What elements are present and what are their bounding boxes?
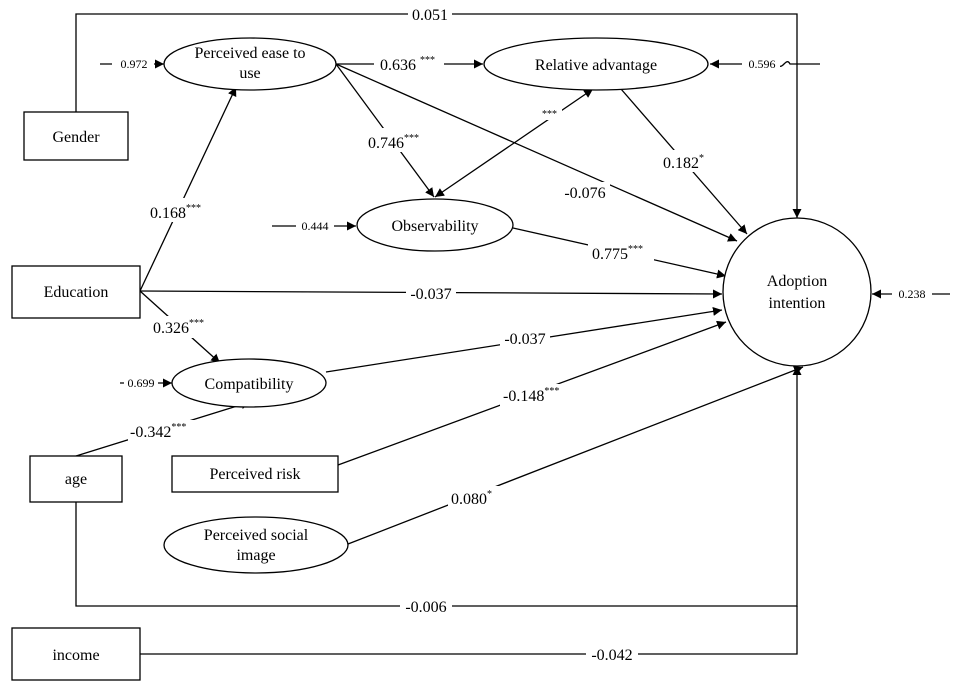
node-perceived-social-image	[163, 516, 349, 574]
error-label-ra: 0.596	[749, 57, 776, 71]
error-label-observability: 0.444	[302, 219, 329, 233]
edge-income-adoption	[140, 606, 798, 655]
node-gender	[23, 111, 129, 161]
coef-observability-adoption: 0.775***	[592, 244, 643, 263]
coef-age-adoption: -0.006	[405, 599, 446, 616]
coef-ra-observability: ***	[542, 109, 557, 120]
coef-age-compatibility: -0.342***	[130, 422, 186, 441]
coef-peu-adoption: -0.076	[564, 185, 605, 202]
node-perceived-risk-label: Perceived risk	[209, 466, 300, 483]
node-age-label: age	[65, 471, 87, 488]
node-perceived-ease-of-use	[163, 37, 337, 91]
node-relative-advantage-label: Relative advantage	[535, 57, 657, 74]
error-label-peu: 0.972	[121, 57, 148, 71]
node-income-label: income	[52, 647, 99, 664]
node-relative-advantage	[483, 37, 709, 91]
coef-education-compatibility: 0.326***	[153, 318, 204, 337]
coef-risk-adoption: -0.148***	[503, 386, 559, 405]
node-education-label: Education	[44, 284, 109, 301]
coef-social-image-adoption: 0.080*	[451, 489, 492, 508]
node-gender-label: Gender	[52, 129, 100, 146]
node-psi-label-line1: Perceived social	[204, 527, 309, 544]
node-education	[11, 265, 141, 319]
coef-peu-observability: 0.746***	[368, 133, 419, 152]
edge-social-image-adoption	[347, 366, 804, 545]
node-adoption-label-line2: intention	[769, 295, 826, 312]
edge-peu-adoption	[335, 63, 738, 242]
node-adoption-intention	[722, 217, 872, 367]
coef-education-peu: 0.168***	[150, 203, 201, 222]
coef-gender-adoption: 0.051	[412, 7, 448, 24]
node-psi-label-line2: image	[236, 547, 275, 564]
node-observability	[356, 198, 514, 252]
coef-ra-adoption: 0.182*	[663, 153, 704, 172]
node-observability-label: Observability	[391, 218, 478, 235]
coef-peu-ra: 0.636***	[380, 55, 435, 74]
node-perceived-risk	[171, 455, 339, 493]
edge-gender-adoption	[75, 13, 802, 218]
error-label-adoption: 0.238	[899, 287, 926, 301]
node-adoption-label-line1: Adoption	[767, 273, 827, 290]
coef-income-adoption: -0.042	[591, 647, 632, 664]
node-peu-label-line2: use	[239, 65, 260, 82]
error-label-compatibility: 0.699	[128, 376, 155, 390]
node-peu-label-line1: Perceived ease to	[194, 45, 305, 62]
node-compatibility-label: Compatibility	[205, 376, 294, 393]
coef-education-adoption: -0.037	[410, 286, 451, 303]
node-income	[11, 627, 141, 681]
coef-compatibility-adoption: -0.037	[504, 331, 545, 348]
node-age	[29, 455, 123, 503]
edge-education-peu	[139, 86, 237, 292]
node-compatibility	[171, 358, 327, 408]
